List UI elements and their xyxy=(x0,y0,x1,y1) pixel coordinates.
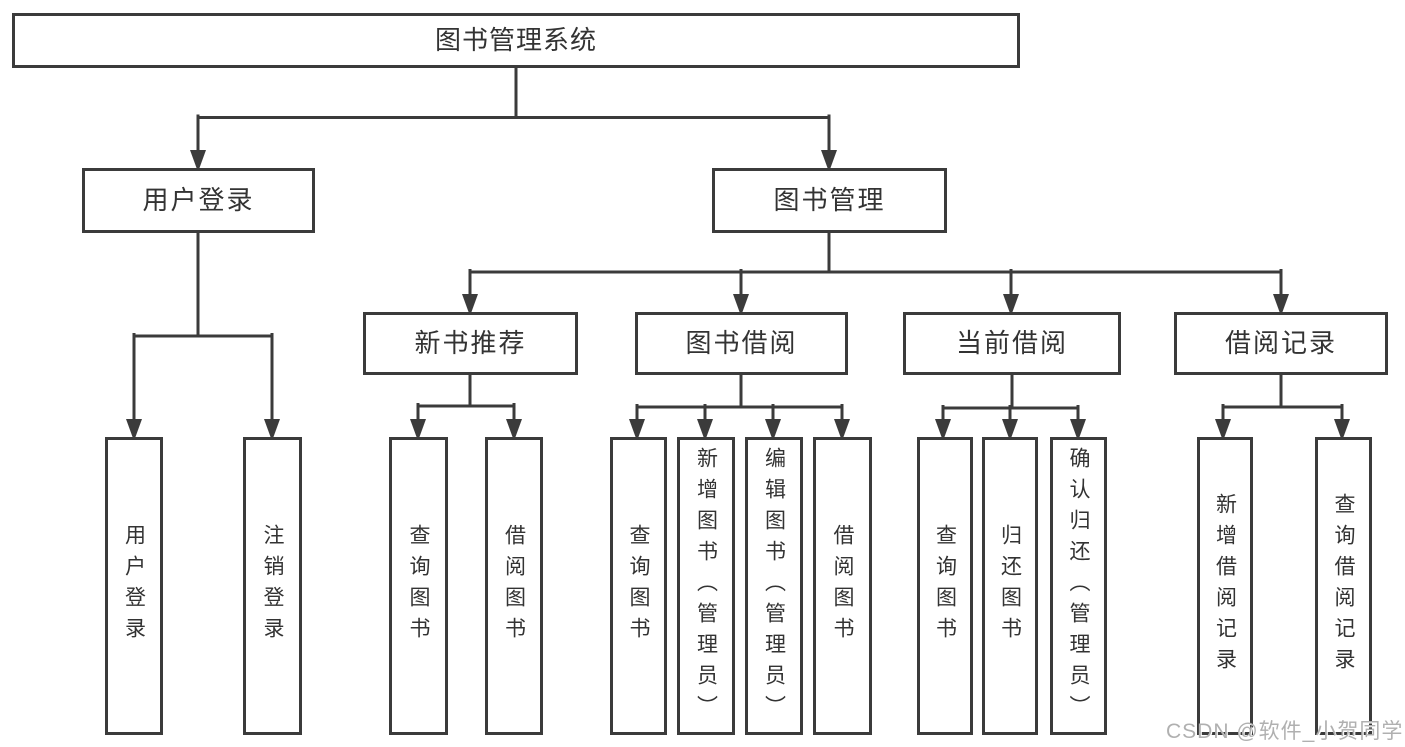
leaf-records-query-label: 查询借阅记录 xyxy=(1332,493,1355,679)
arrow-down-icon xyxy=(1002,419,1018,441)
leaf-current-query-label: 查询图书 xyxy=(933,524,957,648)
node-book-mgmt: 图书管理 xyxy=(712,168,947,233)
leaf-logout: 注销登录 xyxy=(243,437,302,735)
arrow-down-icon xyxy=(733,294,749,316)
arrow-down-icon xyxy=(697,419,713,441)
leaf-book-borrow-query: 查询图书 xyxy=(610,437,667,735)
arrow-down-icon xyxy=(821,150,837,172)
node-current-borrow-label: 当前借阅 xyxy=(955,327,1068,358)
arrow-down-icon xyxy=(1070,419,1086,441)
node-user-login-label: 用户登录 xyxy=(142,184,255,215)
arrow-down-icon xyxy=(1215,419,1231,441)
arrow-down-icon xyxy=(410,419,426,441)
node-borrow-records-label: 借阅记录 xyxy=(1224,327,1337,358)
leaf-current-query: 查询图书 xyxy=(917,437,973,735)
node-book-borrow-label: 图书借阅 xyxy=(685,327,798,358)
connector-user-login-branch xyxy=(126,231,280,441)
arrow-down-icon xyxy=(834,419,850,441)
csdn-watermark: CSDN @软件_小贺同学 xyxy=(1166,720,1404,743)
arrow-down-icon xyxy=(1003,294,1019,316)
connector-book-borrow-branch xyxy=(629,373,850,441)
arrow-down-icon xyxy=(1273,294,1289,316)
arrow-down-icon xyxy=(264,419,280,441)
arrow-down-icon xyxy=(126,419,142,441)
leaf-book-borrow-add-label: 新增图书（管理员） xyxy=(694,446,718,726)
node-book-borrow: 图书借阅 xyxy=(635,312,848,375)
leaf-current-return: 归还图书 xyxy=(982,437,1038,735)
leaf-records-query: 查询借阅记录 xyxy=(1315,437,1372,735)
node-user-login: 用户登录 xyxy=(82,168,315,233)
leaf-current-confirm: 确认归还（管理员） xyxy=(1050,437,1107,735)
leaf-records-add: 新增借阅记录 xyxy=(1197,437,1253,735)
node-book-mgmt-label: 图书管理 xyxy=(773,184,886,215)
arrow-down-icon xyxy=(765,419,781,441)
leaf-new-books-borrow-label: 借阅图书 xyxy=(502,524,526,648)
leaf-current-return-label: 归还图书 xyxy=(998,524,1022,648)
arrow-down-icon xyxy=(629,419,645,441)
leaf-new-books-borrow: 借阅图书 xyxy=(485,437,543,735)
arrow-down-icon xyxy=(1334,419,1350,441)
connector-new-books-branch xyxy=(410,373,522,441)
leaf-user-login: 用户登录 xyxy=(105,437,163,735)
node-new-books-label: 新书推荐 xyxy=(414,327,527,358)
leaf-logout-label: 注销登录 xyxy=(261,524,284,648)
connector-book-mgmt-branch xyxy=(462,231,1289,316)
arrow-down-icon xyxy=(190,150,206,172)
leaf-current-confirm-label: 确认归还（管理员） xyxy=(1067,446,1090,726)
arrow-down-icon xyxy=(506,419,522,441)
leaf-book-borrow-query-label: 查询图书 xyxy=(627,524,650,648)
leaf-book-borrow-borrow-label: 借阅图书 xyxy=(831,524,854,648)
leaf-user-login-label: 用户登录 xyxy=(122,524,146,648)
arrow-down-icon xyxy=(462,294,478,316)
connector-borrow-records-branch xyxy=(1215,373,1350,441)
arrow-down-icon xyxy=(935,419,951,441)
leaf-records-add-label: 新增借阅记录 xyxy=(1213,493,1237,679)
leaf-book-borrow-borrow: 借阅图书 xyxy=(813,437,872,735)
node-root-label: 图书管理系统 xyxy=(434,24,597,55)
connector-root-branch xyxy=(190,66,837,172)
node-new-books: 新书推荐 xyxy=(363,312,578,375)
leaf-new-books-query: 查询图书 xyxy=(389,437,448,735)
leaf-book-borrow-edit-label: 编辑图书（管理员） xyxy=(762,446,786,726)
connector-current-borrow-branch xyxy=(935,373,1086,441)
node-root: 图书管理系统 xyxy=(12,13,1020,68)
leaf-book-borrow-edit: 编辑图书（管理员） xyxy=(745,437,803,735)
node-current-borrow: 当前借阅 xyxy=(903,312,1121,375)
leaf-new-books-query-label: 查询图书 xyxy=(407,524,430,648)
node-borrow-records: 借阅记录 xyxy=(1174,312,1388,375)
leaf-book-borrow-add: 新增图书（管理员） xyxy=(677,437,735,735)
